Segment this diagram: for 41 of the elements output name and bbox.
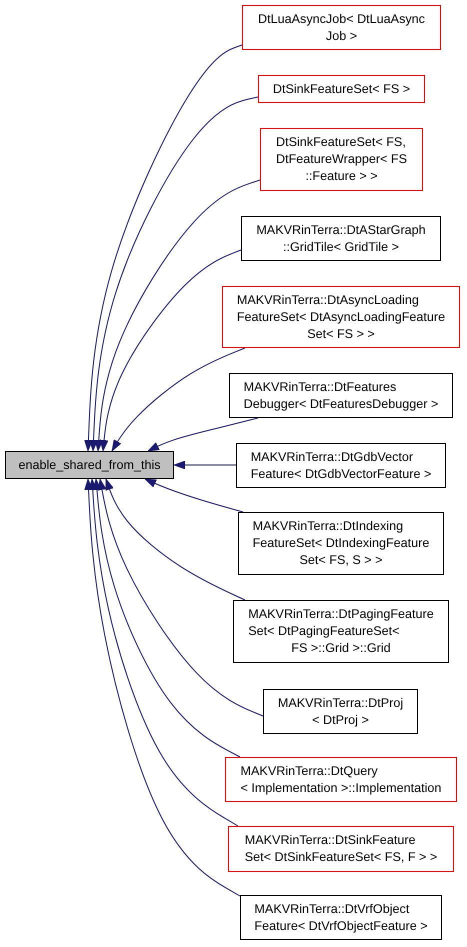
class-box [263, 689, 418, 734]
inheritance-arrow [94, 180, 260, 452]
class-name: MAKVRinTerra::DtSinkFeature Set< DtSinkFeatureSet< FS, F > > [244, 832, 438, 866]
inheritance-arrow [92, 478, 240, 758]
class-box [236, 443, 446, 488]
class-name: MAKVRinTerra::DtFeatures Debugger< DtFeaturesDebugger > [244, 378, 438, 412]
class-box [258, 75, 425, 103]
inheritance-arrow [99, 250, 242, 452]
class-name: DtSinkFeatureSet< FS > [272, 80, 410, 98]
class-box [222, 286, 460, 348]
inheritance-arrow [88, 478, 238, 826]
class-name: MAKVRinTerra::DtGdbVector Feature< DtGdbVectorFeature > [250, 448, 432, 482]
class-box [241, 216, 441, 261]
class-box [238, 512, 444, 575]
class-name: MAKVRinTerra::DtQuery < Implementation >::Implementation [240, 762, 442, 796]
inheritance-arrow [84, 478, 240, 896]
inheritance-arrow [144, 478, 244, 512]
class-box [233, 600, 449, 663]
class-name: enable_shared_from_this [18, 456, 161, 474]
class-name: MAKVRinTerra::DtProj < DtProj > [278, 694, 404, 728]
class-name: MAKVRinTerra::DtAStarGraph ::GridTile< GridTile > [256, 222, 426, 256]
class-box [228, 826, 454, 872]
class-box [260, 128, 423, 191]
inheritance-arrow [148, 418, 258, 452]
class-name: DtLuaAsyncJob< DtLuaAsync Job > [258, 10, 425, 44]
inheritance-arrow [97, 478, 264, 716]
inheritance-arrow [104, 478, 246, 600]
class-box [225, 757, 457, 802]
class-box [5, 451, 174, 479]
inheritance-arrow [112, 348, 246, 452]
class-name: DtSinkFeatureSet< FS, DtFeatureWrapper< FS ::Feature > > [276, 134, 407, 185]
inheritance-arrow [89, 96, 258, 452]
inheritance-arrow [174, 460, 236, 470]
class-box [242, 5, 441, 50]
class-box [240, 895, 442, 940]
class-box [229, 373, 453, 418]
inheritance-arrow [84, 44, 242, 452]
class-name: MAKVRinTerra::DtAsyncLoading FeatureSet< DtAsyncLoadingFeature Set< FS > > [236, 292, 446, 342]
class-name: MAKVRinTerra::DtPagingFeature Set< DtPagingFeatureSet< FS >::Grid >::Grid [248, 606, 434, 657]
class-name: MAKVRinTerra::DtIndexing FeatureSet< DtIndexingFeature Set< FS, S > > [252, 518, 430, 569]
class-name: MAKVRinTerra::DtVrfObject Feature< DtVrfObjectFeature > [254, 900, 428, 934]
